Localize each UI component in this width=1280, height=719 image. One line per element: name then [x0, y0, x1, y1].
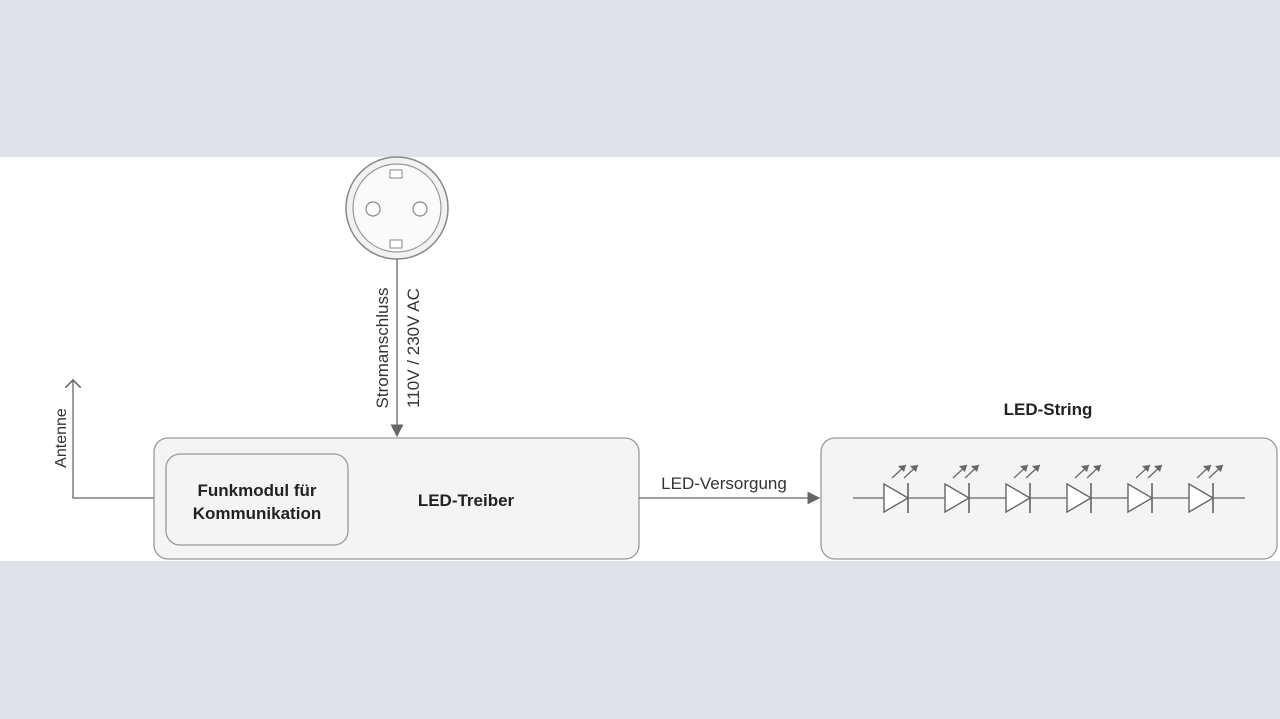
- radio-module-box: [165, 453, 349, 546]
- radio-module-label-line2: Kommunikation: [193, 504, 321, 523]
- led-diode-icon: [1127, 464, 1163, 514]
- power-label-line1: Stromanschluss: [373, 288, 392, 409]
- led-supply-label: LED-Versorgung: [661, 474, 787, 493]
- led-diode-icon: [944, 464, 980, 514]
- led-diode-icon: [1188, 464, 1224, 514]
- led-diode-icon: [883, 464, 919, 514]
- led-driver-label: LED-Treiber: [418, 491, 515, 510]
- led-diode-icon: [1066, 464, 1102, 514]
- radio-module-label-line1: Funkmodul für: [198, 481, 317, 500]
- antenna-line: [73, 380, 154, 499]
- led-diodes: [883, 464, 1224, 514]
- led-diode-icon: [1005, 464, 1041, 514]
- antenna-label: Antenne: [53, 408, 70, 468]
- led-string-label: LED-String: [1004, 400, 1093, 419]
- power-socket-icon: [345, 156, 449, 260]
- power-label-line2: 110V / 230V AC: [404, 288, 423, 408]
